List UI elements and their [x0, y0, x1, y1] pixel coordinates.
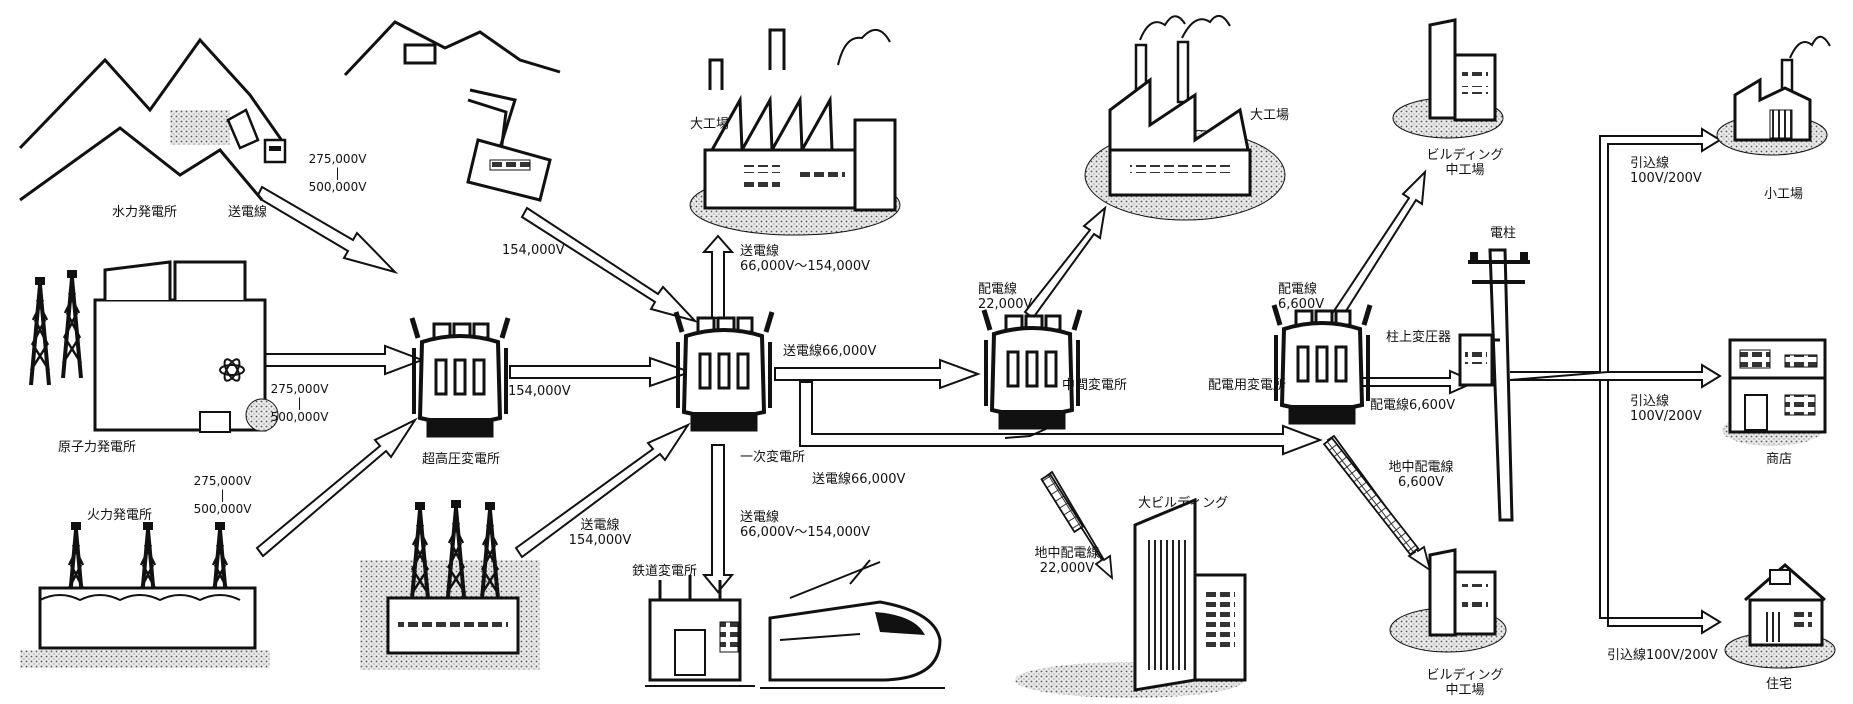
- label-to-factory: 送電線 66,000V～154,000V: [740, 244, 871, 274]
- arrow-to-small-factory: [1510, 127, 1722, 373]
- ultra-high-voltage-substation: [412, 318, 508, 436]
- arrow-to-house: [1599, 379, 1722, 635]
- hydro-power-plant: [18, 37, 287, 202]
- arrow-dam-to-primary-sub: [520, 206, 699, 323]
- label-service-small-factory: 引込線 100V/200V: [1630, 156, 1702, 186]
- label-service-house: 引込線100V/200V: [1607, 648, 1718, 663]
- arrow-primary-to-relay-sub: [774, 358, 981, 390]
- arrow-nuclear-to-ultra-sub: [261, 344, 425, 376]
- label-ultra-to-primary: 154,000V: [508, 384, 571, 399]
- primary-substation: [676, 312, 772, 430]
- label-building-mid-top: ビルディング 中工場: [1426, 148, 1504, 178]
- small-factory: [1716, 35, 1831, 156]
- thermal-power-plant: [20, 520, 270, 668]
- transmission-arrows: [255, 127, 1722, 635]
- shop: [1722, 338, 1827, 446]
- arrow-thermal-to-ultra-sub: [255, 417, 418, 558]
- railway-substation: [645, 575, 755, 687]
- label-dist-to-pole: 配電線6,600V: [1370, 398, 1456, 413]
- label-service-shop: 引込線 100V/200V: [1630, 394, 1702, 424]
- label-small-factory: 小工場: [1764, 187, 1804, 202]
- arrow-primary-to-dist-sub: [799, 381, 1323, 456]
- label-big-building: 大ビルディング: [1138, 496, 1229, 511]
- big-factory-2: [1084, 15, 1286, 221]
- arrow-ultra-to-primary-sub: [509, 356, 694, 388]
- label-shop: 商店: [1766, 452, 1793, 467]
- label-relay-to-factory: 配電線 22,000V: [978, 282, 1033, 312]
- label-relay-underground: 地中配電線 22,000V: [1034, 546, 1100, 576]
- house: [1724, 563, 1836, 669]
- label-primary-substation: 一次変電所: [740, 450, 806, 465]
- label-hydro-plant: 水力発電所: [112, 205, 178, 220]
- label-ultra-substation: 超高圧変電所: [422, 452, 501, 467]
- label-dist-underground: 地中配電線 6,600V: [1388, 460, 1454, 490]
- label-hydro-line: 送電線: [228, 205, 268, 220]
- arrow-hydro-to-ultra-sub: [255, 185, 399, 274]
- label-thermal-voltage: 275,000V | 500,000V: [193, 474, 252, 516]
- label-dam-voltage: 154,000V: [502, 243, 565, 258]
- power-plant-bottom: [360, 498, 540, 670]
- bullet-train: [760, 559, 945, 689]
- label-nuclear-voltage: 275,000V | 500,000V: [270, 382, 329, 424]
- arrow-dist-to-pole: [1357, 369, 1478, 395]
- arrow-primary-to-factory: [701, 234, 735, 319]
- building-mid-factory-bottom: [1389, 548, 1507, 653]
- dam-power-plant: [343, 20, 561, 202]
- label-pole-transformer: 柱上変圧器: [1386, 330, 1452, 345]
- underground-cables: [1040, 434, 1432, 581]
- label-big-factory-1: 大工場: [690, 117, 730, 132]
- label-nuclear-plant: 原子力発電所: [58, 440, 137, 455]
- arrow-primary-to-railway: [701, 444, 735, 594]
- label-house: 住宅: [1766, 677, 1793, 692]
- arrow-dist-to-building-top: [1316, 169, 1427, 343]
- relay-substation: [984, 310, 1080, 439]
- building-mid-factory-top: [1392, 18, 1504, 139]
- label-utility-pole: 電柱: [1490, 226, 1517, 241]
- label-relay-substation: 中間変電所: [1062, 378, 1128, 393]
- label-hydro-voltage: 275,000V | 500,000V: [308, 152, 367, 194]
- label-to-railway: 送電線 66,000V～154,000V: [740, 510, 871, 540]
- arrow-relay-to-factory: [1023, 205, 1107, 320]
- big-factory-1: [689, 28, 901, 236]
- big-building: [1015, 497, 1247, 698]
- label-thermal-plant: 火力発電所: [87, 508, 153, 523]
- distribution-substation: [1274, 305, 1370, 423]
- label-to-dist: 送電線66,000V: [812, 472, 906, 487]
- arrow-plant-to-primary-sub: [514, 422, 691, 559]
- label-building-mid-bottom: ビルディング 中工場: [1426, 668, 1504, 698]
- nuclear-power-plant: [29, 260, 279, 433]
- label-big-factory-2: 大工場: [1250, 108, 1290, 123]
- label-dist-to-building: 配電線 6,600V: [1278, 282, 1325, 312]
- label-to-relay: 送電線66,000V: [783, 344, 877, 359]
- label-distribution-substation: 配電用変電所: [1208, 378, 1287, 393]
- label-plant-line: 送電線 154,000V: [568, 518, 632, 548]
- arrow-to-shop: [1509, 363, 1722, 389]
- label-railway-substation: 鉄道変電所: [632, 564, 698, 579]
- utility-pole: [1458, 248, 1530, 522]
